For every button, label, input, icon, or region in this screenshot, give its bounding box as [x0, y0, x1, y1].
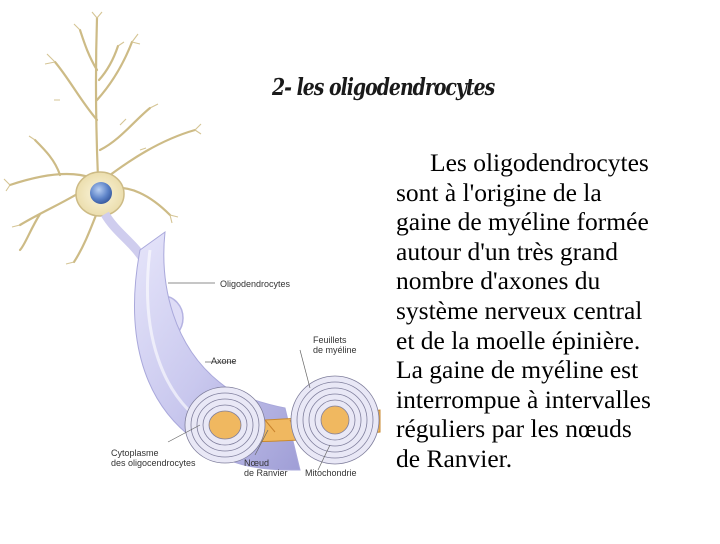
body-line: interrompue à intervalles: [396, 384, 651, 414]
body-line: gaine de myéline formée: [396, 207, 649, 237]
body-line: système nerveux central: [396, 295, 643, 325]
body-paragraph: Les oligodendrocytes sont à l'origine de…: [396, 148, 706, 474]
slide-title: 2- les oligodendrocytes: [272, 74, 495, 101]
body-line: nombre d'axones du: [396, 266, 601, 296]
label-feuillets-line1: Feuillets: [313, 335, 347, 345]
label-axone: Axone: [211, 356, 237, 366]
label-cytoplasme-line2: des oligocendrocytes: [111, 458, 196, 468]
body-line: La gaine de myéline est: [396, 355, 639, 385]
label-feuillets-line2: de myéline: [313, 345, 357, 355]
myelin-cross-section-left: [184, 386, 266, 464]
upper-nucleus: [90, 182, 112, 204]
oligodendrocyte-illustration: Oligodendrocytes Feuillets de myéline Ax…: [3, 11, 381, 478]
label-mitochondrie: Mitochondrie: [305, 468, 357, 478]
cell-process-twigs: [3, 11, 202, 265]
oligodendrocyte-drawing: [3, 11, 381, 471]
label-oligodendrocytes: Oligodendrocytes: [220, 279, 291, 289]
body-line: de Ranvier.: [396, 443, 513, 473]
cell-processes: [8, 16, 197, 264]
body-line: autour d'un très grand: [396, 236, 618, 266]
label-noeud-line2: de Ranvier: [244, 468, 288, 478]
body-line: Les oligodendrocytes: [430, 148, 649, 177]
label-noeud-line1: Nœud: [244, 458, 270, 468]
myelin-cross-section-right: [290, 375, 380, 465]
body-line: sont à l'origine de la: [396, 177, 602, 207]
leader-lines: [167, 282, 331, 471]
label-cytoplasme-line1: Cytoplasme: [111, 448, 159, 458]
body-line: et de la moelle épinière.: [396, 325, 641, 355]
body-line: réguliers par les nœuds: [396, 414, 632, 444]
